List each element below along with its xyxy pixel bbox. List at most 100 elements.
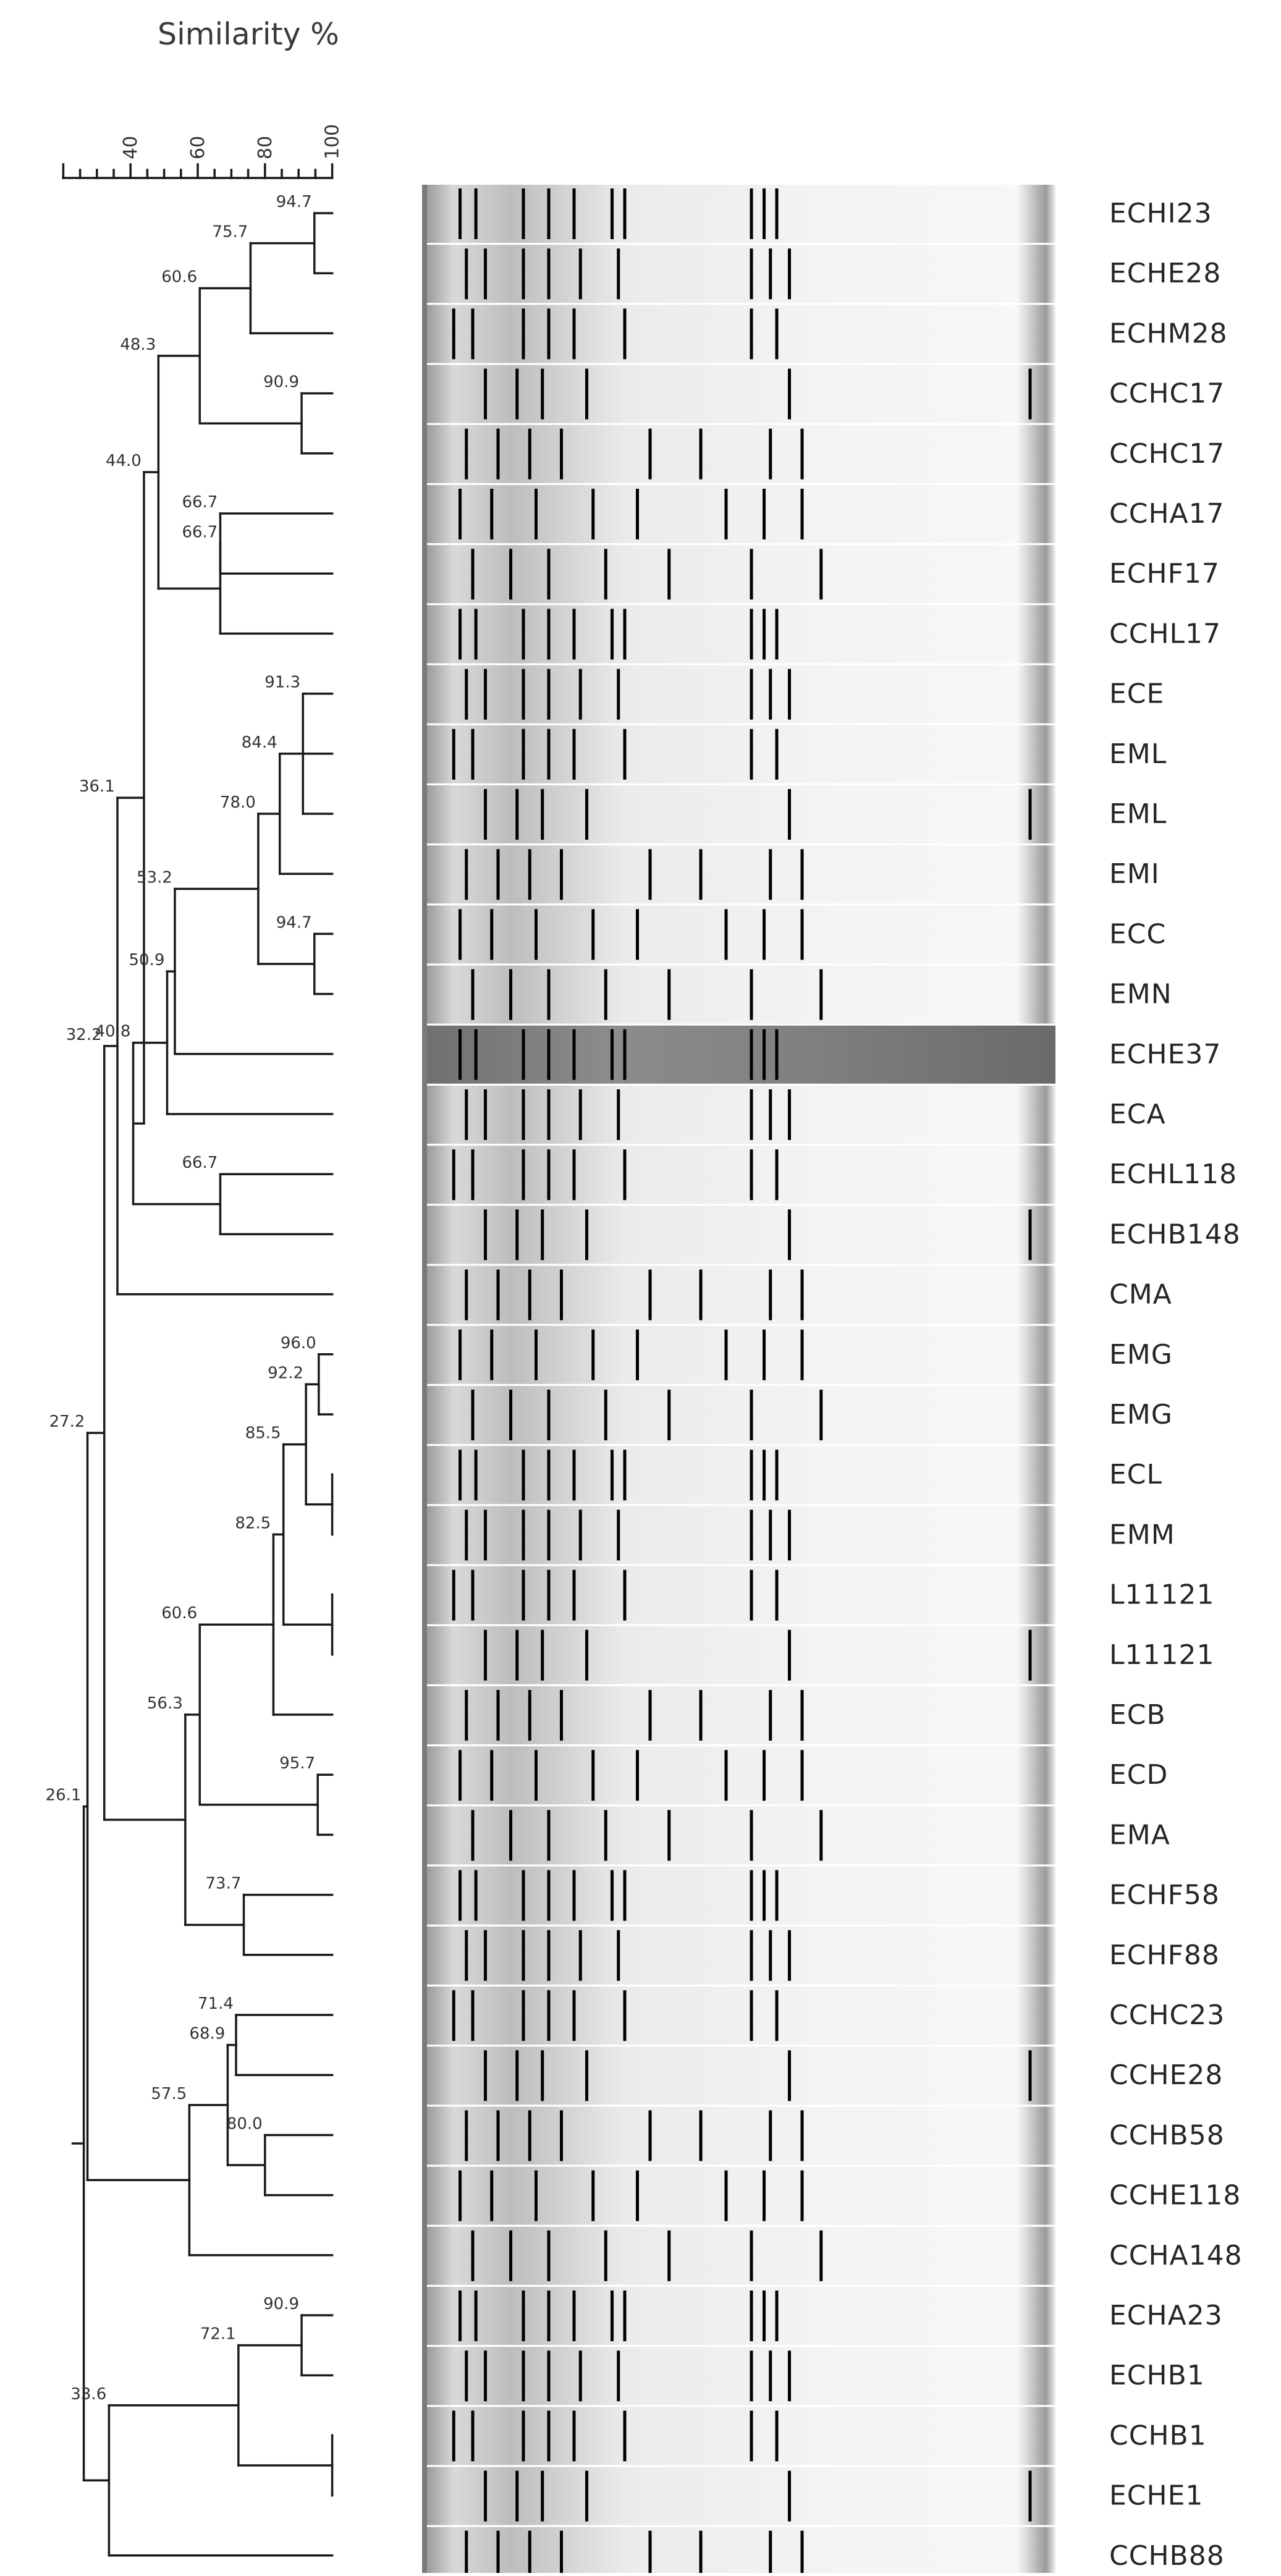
node-similarity-label: 27.2 [49,1413,85,1431]
gel-lane [422,2046,1055,2105]
node-similarity-label: 33.6 [70,2385,106,2404]
gel-lane [422,665,1055,724]
node-similarity-label: 82.5 [235,1514,271,1532]
scale-tick-label: 100 [322,124,344,159]
node-similarity-label: 71.4 [198,1995,234,2013]
sample-label: L11121 [1109,1579,1214,1611]
gel-lane [422,1866,1055,1925]
sample-label: EMI [1109,858,1160,890]
gel-lane [422,2467,1055,2525]
gel-lane [422,1386,1055,1444]
sample-label: ECHM28 [1109,318,1228,349]
sample-label: CCHB1 [1109,2420,1207,2451]
gel-lane [422,1506,1055,1565]
node-similarity-label: 44.0 [106,452,142,470]
gel-lane [422,2226,1055,2285]
gel-lane [422,2166,1055,2225]
sample-label: CCHC17 [1109,378,1225,410]
sample-label: ECHE28 [1109,258,1221,289]
gel-lane [422,1025,1055,1084]
gel-lane [422,785,1055,843]
node-similarity-label: 72.1 [200,2325,236,2344]
gel-lane [422,485,1055,543]
node-similarity-label: 66.7 [182,493,218,512]
sample-label: CCHL17 [1109,618,1221,649]
node-similarity-label: 36.1 [79,777,115,796]
gel-lane [422,1566,1055,1624]
gel-lane [422,1926,1055,1985]
gel-lane [422,1746,1055,1805]
gel-lane [422,1446,1055,1505]
sample-label: ECHB148 [1109,1218,1241,1250]
sample-label: CCHE28 [1109,2059,1223,2091]
node-similarity-label: 90.9 [263,2295,299,2313]
gel-lane [422,1325,1055,1384]
gel-lane [422,305,1055,363]
node-similarity-label: 50.9 [129,951,164,969]
sample-label: CCHA148 [1109,2240,1243,2271]
sample-label: EMM [1109,1519,1175,1550]
node-similarity-label: 32.2 [66,1026,102,1044]
dendrogram-tree: 94.775.790.960.666.766.748.391.384.494.7… [46,193,334,2557]
gel-lane [422,1265,1055,1324]
node-similarity-label: 53.2 [137,869,172,887]
gel-lane [422,2407,1055,2465]
sample-label: L11121 [1109,1639,1214,1671]
node-similarity-label: 66.7 [182,1154,218,1172]
gel-lane [422,1086,1055,1144]
sample-label: CCHE118 [1109,2180,1241,2211]
node-similarity-label: 66.7 [182,523,218,542]
node-similarity-label: 95.7 [279,1754,315,1773]
gel-lane [422,185,1055,243]
sample-label: EML [1109,738,1167,770]
sample-label: ECHE1 [1109,2480,1203,2512]
node-similarity-label: 26.1 [46,1786,82,1805]
sample-label: ECHF88 [1109,1940,1220,1971]
sample-label: ECE [1109,678,1164,710]
sample-label: ECB [1109,1699,1166,1731]
sample-label: ECD [1109,1759,1168,1791]
node-similarity-label: 96.0 [281,1334,316,1353]
gel-lane [422,965,1055,1024]
gel-lane [422,365,1055,423]
gel-lane [422,2106,1055,2165]
sample-label: EMG [1109,1399,1173,1430]
gel-lanes [422,185,1055,2576]
sample-label: EMG [1109,1339,1173,1370]
node-similarity-label: 60.6 [161,1604,197,1623]
sample-label: EML [1109,798,1167,830]
node-similarity-label: 94.7 [276,193,312,211]
scale-tick-label: 60 [187,136,209,159]
similarity-scale: 40 60 80 100 [62,124,344,179]
figure-title: Similarity % [158,17,339,52]
sample-label: CCHB88 [1109,2540,1225,2572]
sample-label: ECC [1109,918,1166,950]
sample-label: CCHC17 [1109,438,1225,470]
sample-label: CCHA17 [1109,498,1225,530]
sample-label: ECHA23 [1109,2300,1223,2331]
gel-lane [422,845,1055,904]
gel-lane [422,1626,1055,1684]
node-similarity-label: 57.5 [151,2085,187,2103]
node-similarity-label: 40.8 [95,1023,131,1041]
sample-label: CCHC23 [1109,2000,1225,2031]
gel-lane [422,1806,1055,1865]
scale-tick-label: 40 [120,136,142,159]
node-similarity-label: 92.2 [268,1364,303,1382]
node-similarity-label: 91.3 [264,674,300,692]
node-similarity-label: 75.7 [212,223,248,242]
node-similarity-label: 48.3 [120,336,156,354]
node-similarity-label: 68.9 [189,2025,225,2043]
node-similarity-label: 94.7 [276,913,312,932]
gel-edge [422,185,427,2576]
node-similarity-label: 56.3 [147,1694,183,1713]
sample-label: ECHI23 [1109,198,1212,229]
sample-label: EMN [1109,979,1172,1010]
gel-lane [422,905,1055,964]
gel-lane [422,1686,1055,1744]
scale-tick-label: 80 [255,136,276,159]
sample-label: ECHF17 [1109,558,1220,589]
sample-label: EMA [1109,1819,1170,1851]
